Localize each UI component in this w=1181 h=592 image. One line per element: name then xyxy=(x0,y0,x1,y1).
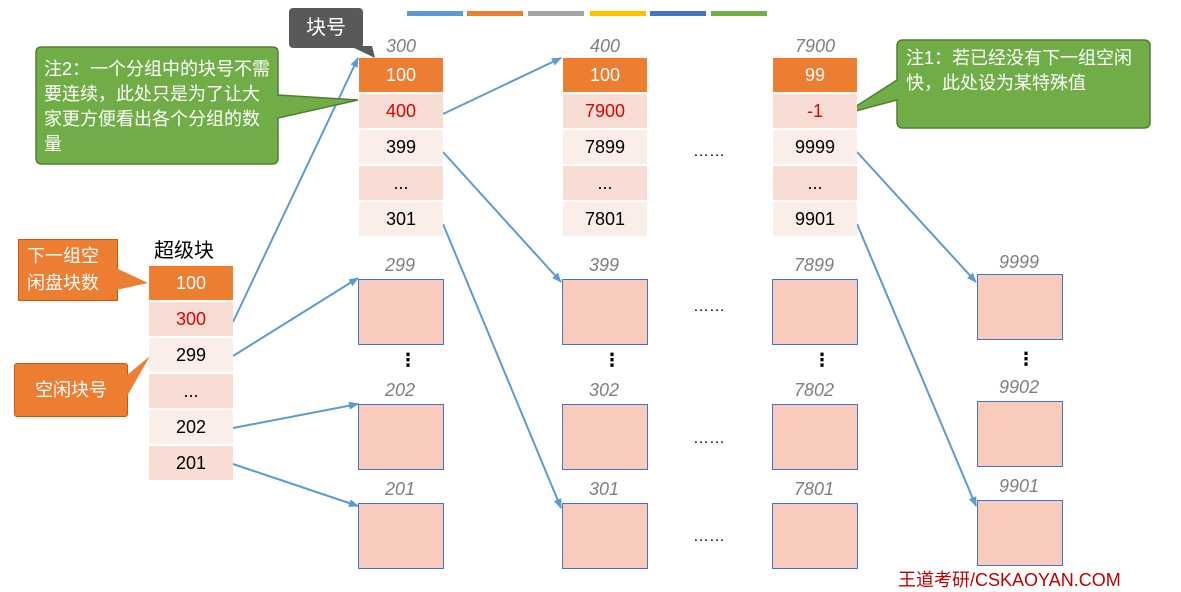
free-block-label-2-top: 7899 xyxy=(793,255,835,275)
horizontal-ellipsis-2: …… xyxy=(693,430,725,447)
arrow-g7900-9999 xyxy=(856,151,977,283)
block-number-tag-text: 块号 xyxy=(306,17,346,39)
arrow-g300-301 xyxy=(442,223,562,509)
watermark-text: 王道考研/CSKAOYAN.COM xyxy=(898,570,1121,590)
free-block-no-text: 空闲块号 xyxy=(35,380,107,400)
free-block-label-3-mid: 9902 xyxy=(998,377,1040,397)
free-block-2-bottom xyxy=(772,503,858,569)
free-block-1-bottom xyxy=(562,503,648,569)
group-block-0-cell-1: 400 xyxy=(359,94,443,128)
group-block-1-cell-3: ... xyxy=(563,166,647,200)
superblock-cell-1: 300 xyxy=(149,302,233,336)
free-block-1-mid xyxy=(562,404,648,470)
legend-bar-2 xyxy=(528,11,584,16)
free-block-3-bottom xyxy=(977,500,1063,566)
free-block-0-top xyxy=(358,279,444,345)
group-block-head-1: 400 xyxy=(589,36,621,56)
free-block-3-mid xyxy=(977,401,1063,467)
free-block-label-1-top: 399 xyxy=(588,255,620,275)
note2-text: 注2：一个分组中的块号不需要连续，此处只是为了让大家更方便看出各个分组的数量 xyxy=(44,59,271,154)
group-block-2-cell-3: ... xyxy=(773,166,857,200)
arrow-g7900-9901 xyxy=(856,223,977,507)
group-block-0-cell-4: 301 xyxy=(359,202,443,236)
next-group-count-text: 下一组空闲盘块数 xyxy=(27,246,99,293)
free-block-2-top xyxy=(772,279,858,345)
free-block-label-3-top: 9999 xyxy=(998,252,1040,272)
superblock-cell-5: 201 xyxy=(149,446,233,480)
group-block-2-cell-2: 9999 xyxy=(773,130,857,164)
horizontal-ellipsis-1: …… xyxy=(693,298,725,315)
superblock-cell-4: 202 xyxy=(149,410,233,444)
group-block-1-cell-1: 7900 xyxy=(563,94,647,128)
vertical-ellipsis-1: ⋮ xyxy=(603,350,621,370)
free-block-label-2-bottom: 7801 xyxy=(793,479,835,499)
free-block-label-2-mid: 7802 xyxy=(793,380,835,400)
arrow-g300-400 xyxy=(442,57,562,115)
superblock-cell-2: 299 xyxy=(149,338,233,372)
vertical-ellipsis-3: ⋮ xyxy=(1017,349,1035,369)
arrow-sb-201 xyxy=(232,463,359,507)
arrow-g300-399 xyxy=(442,151,562,283)
legend-bar-1 xyxy=(467,11,523,16)
free-block-label-1-bottom: 301 xyxy=(588,479,620,499)
free-block-label-0-mid: 202 xyxy=(384,380,416,400)
group-block-2-cell-1: -1 xyxy=(773,94,857,128)
superblock-cell-3: ... xyxy=(149,374,233,408)
group-block-head-0: 300 xyxy=(385,36,417,56)
superblock-title: 超级块 xyxy=(154,238,214,262)
vertical-ellipsis-2: ⋮ xyxy=(813,350,831,370)
vertical-ellipsis-0: ⋮ xyxy=(399,350,417,370)
horizontal-ellipsis-3: …… xyxy=(693,528,725,545)
arrow-sb-202 xyxy=(232,401,359,429)
group-block-2-cell-4: 9901 xyxy=(773,202,857,236)
free-block-1-top xyxy=(562,279,648,345)
arrow-sb-299 xyxy=(232,277,359,357)
free-block-3-top xyxy=(977,274,1063,340)
free-block-label-0-bottom: 201 xyxy=(384,479,416,499)
note1-text: 注1：若已经没有下一组空闲快，此处设为某特殊值 xyxy=(906,48,1133,93)
free-block-label-0-top: 299 xyxy=(384,255,416,275)
group-block-0-cell-3: ... xyxy=(359,166,443,200)
legend-bar-0 xyxy=(407,11,463,16)
free-block-0-bottom xyxy=(358,503,444,569)
free-block-0-mid xyxy=(358,404,444,470)
horizontal-ellipsis-0: …… xyxy=(693,143,725,160)
group-block-1-cell-0: 100 xyxy=(563,58,647,92)
legend-bar-4 xyxy=(650,11,706,16)
group-block-1-cell-4: 7801 xyxy=(563,202,647,236)
group-block-head-2: 7900 xyxy=(794,36,836,56)
free-block-label-3-bottom: 9901 xyxy=(998,476,1040,496)
next-group-count-label: 下一组空闲盘块数 xyxy=(18,239,118,301)
group-block-0-cell-2: 399 xyxy=(359,130,443,164)
free-block-2-mid xyxy=(772,404,858,470)
free-block-label-1-mid: 302 xyxy=(588,380,620,400)
group-block-1-cell-2: 7899 xyxy=(563,130,647,164)
group-block-0-cell-0: 100 xyxy=(359,58,443,92)
group-block-2-cell-0: 99 xyxy=(773,58,857,92)
block-number-tag: 块号 xyxy=(289,8,363,48)
superblock-cell-0: 100 xyxy=(149,266,233,300)
legend-bar-5 xyxy=(711,11,767,16)
legend-bar-3 xyxy=(590,11,646,16)
